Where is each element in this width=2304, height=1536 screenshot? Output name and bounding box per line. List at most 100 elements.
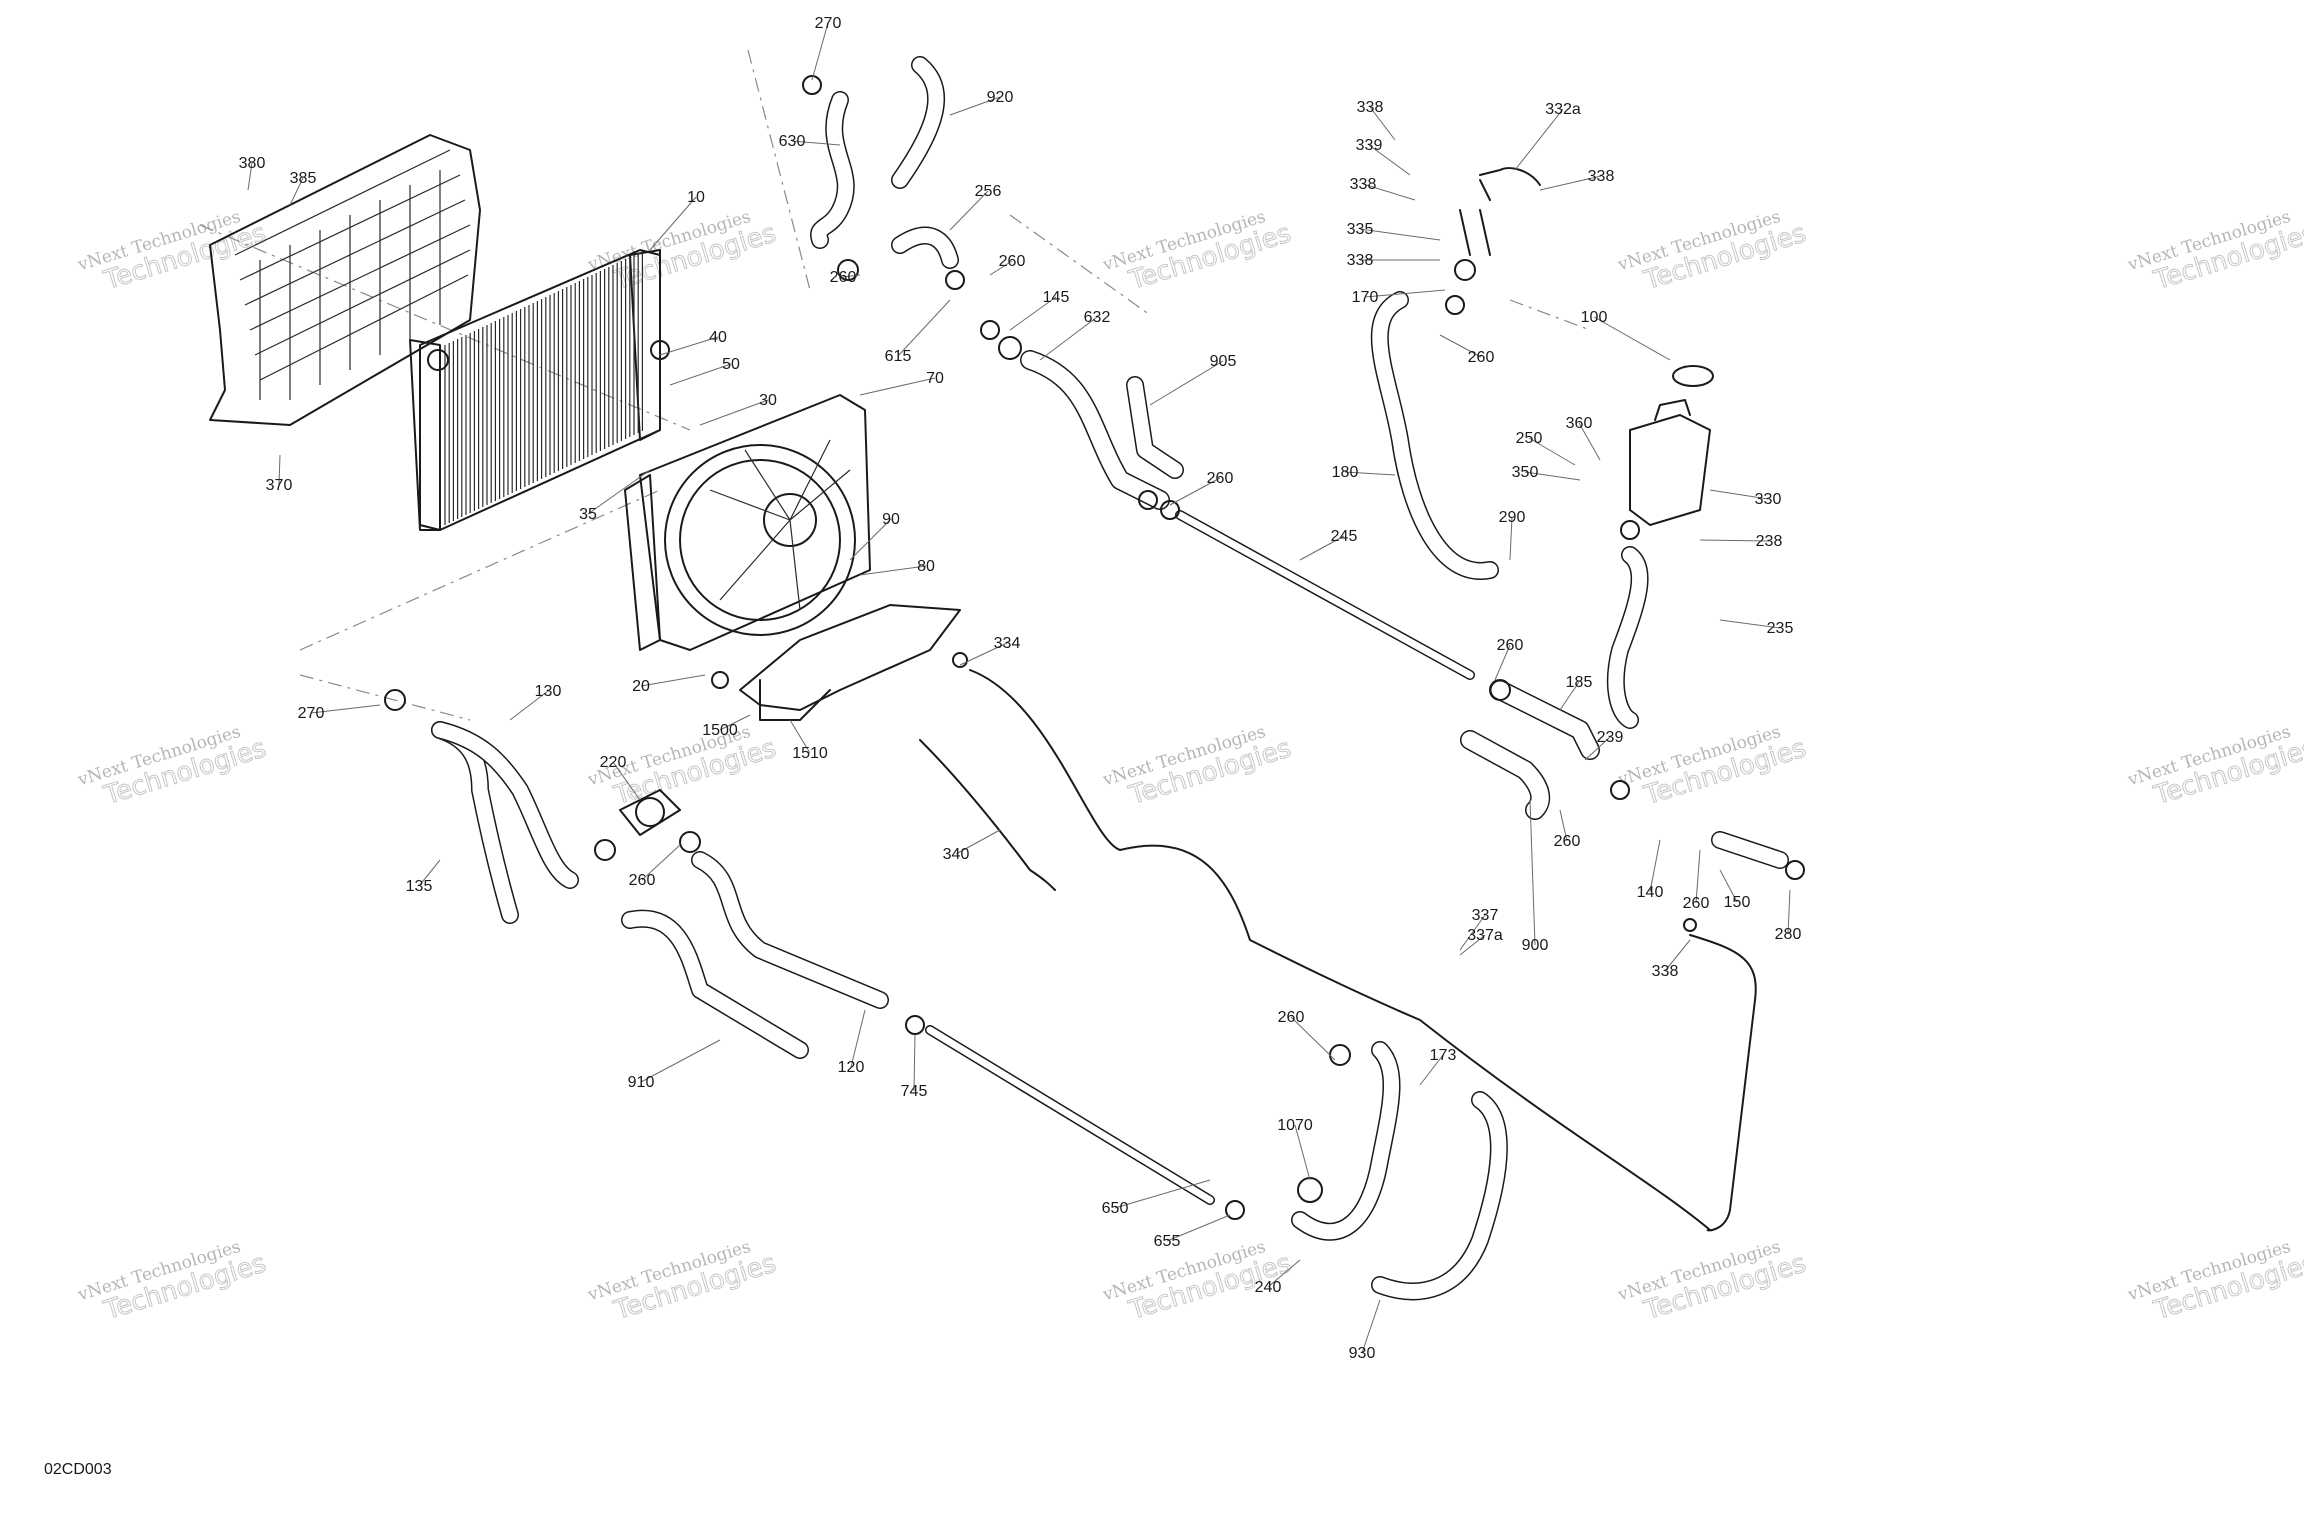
callout-340: 340: [943, 829, 1001, 863]
callout-20: 20: [632, 674, 706, 695]
callout-185: 185: [1559, 674, 1593, 711]
callout-leader-line: [1299, 535, 1345, 561]
callout-145: 145: [1009, 289, 1069, 331]
callout-leader-line: [1369, 106, 1396, 141]
callout-number: 360: [1566, 415, 1593, 432]
callout-leader-line: [289, 177, 304, 206]
coolant-reservoir-part-330: [1629, 365, 1714, 526]
callout-leader-line: [1695, 849, 1701, 904]
callout-135: 135: [406, 859, 441, 895]
callout-number: 260: [1278, 1009, 1305, 1026]
callout-number: 256: [975, 183, 1002, 200]
callout-number: 655: [1154, 1233, 1181, 1250]
callout-335: 335: [1347, 221, 1441, 241]
callout-35: 35: [579, 469, 651, 523]
callout-number: 120: [838, 1059, 865, 1076]
callout-leader-line: [789, 719, 811, 754]
callout-leader-line: [1267, 1259, 1301, 1288]
callout-number: 20: [632, 678, 650, 695]
callout-number: 1500: [702, 722, 738, 739]
callout-338: 338: [1539, 168, 1614, 191]
callout-615: 615: [885, 299, 951, 365]
callout-280: 280: [1775, 889, 1801, 943]
callout-number: 920: [987, 89, 1014, 106]
callout-120: 120: [838, 1009, 866, 1076]
callout-leader-line: [1559, 809, 1568, 842]
callout-leader-line: [641, 844, 681, 881]
callout-number: 260: [1554, 833, 1581, 850]
callout-leader-line: [247, 162, 253, 191]
callout-260: 260: [989, 253, 1026, 276]
callout-leader-line: [1524, 471, 1581, 481]
callout-350: 350: [1512, 464, 1581, 481]
callout-leader-line: [1359, 228, 1441, 241]
callout-256: 256: [949, 183, 1002, 231]
callout-632: 632: [1039, 309, 1110, 361]
callout-number: 334: [994, 635, 1021, 652]
callout-leader-line: [587, 469, 651, 515]
callout-number: 1070: [1277, 1117, 1313, 1134]
bracket-part-1500: [739, 604, 961, 721]
figure-code: 02CD003: [44, 1461, 112, 1478]
fittings-and-clamps: [384, 75, 1805, 1220]
callout-number: 35: [579, 506, 597, 523]
callout-260: 260: [1169, 470, 1233, 506]
callout-260: 260: [1439, 334, 1494, 366]
callout-leader-line: [699, 399, 769, 426]
callout-385: 385: [289, 170, 316, 206]
callout-number: 260: [1683, 895, 1710, 912]
callout-655: 655: [1154, 1214, 1231, 1250]
callout-leader-line: [1719, 619, 1781, 629]
callout-260: 260: [1683, 849, 1710, 912]
callout-number: 290: [1499, 509, 1526, 526]
callout-number: 30: [759, 392, 777, 409]
callout-number: 338: [1350, 176, 1377, 193]
callout-leader-line: [1709, 489, 1769, 500]
callout-leader-line: [1494, 644, 1511, 681]
callout-150: 150: [1719, 869, 1750, 911]
callout-number: 340: [943, 846, 970, 863]
callout-leader-line: [1290, 1016, 1336, 1061]
callout-650: 650: [1102, 1179, 1211, 1217]
callout-920: 920: [949, 89, 1014, 116]
callout-337a: 337a: [1459, 927, 1503, 956]
callout-leader-line: [1719, 869, 1738, 903]
callout-leader-line: [1439, 334, 1482, 358]
callout-number: 135: [406, 878, 433, 895]
callout-338: 338: [1347, 252, 1440, 269]
callout-number: 260: [1497, 637, 1524, 654]
callout-leader-line: [719, 714, 751, 731]
callout-number: 337: [1472, 907, 1499, 924]
callout-630: 630: [779, 133, 841, 150]
callout-337: 337: [1459, 907, 1499, 951]
callout-leader-line: [1528, 437, 1576, 466]
callout-100: 100: [1581, 309, 1671, 361]
callout-leader-line: [1509, 516, 1513, 561]
callout-235: 235: [1719, 619, 1793, 637]
callout-180: 180: [1332, 464, 1396, 481]
callout-number: 173: [1430, 1047, 1457, 1064]
callout-leader-line: [842, 274, 861, 278]
callout-leader-line: [1368, 144, 1411, 176]
bleed-lines: [919, 669, 1757, 1232]
callout-leader-line: [1361, 1299, 1381, 1354]
callout-30: 30: [699, 392, 777, 426]
callout-leader-line: [1529, 799, 1536, 946]
callout-leader-line: [1149, 360, 1224, 406]
callout-leader-line: [1593, 316, 1671, 361]
callout-140: 140: [1637, 839, 1663, 901]
callout-leader-line: [791, 140, 841, 146]
callout-number: 260: [999, 253, 1026, 270]
callout-745: 745: [901, 1034, 927, 1100]
callout-number: 630: [779, 133, 806, 150]
callout-338: 338: [1357, 99, 1396, 141]
callout-number: 185: [1566, 674, 1593, 691]
callout-number: 338: [1347, 252, 1374, 269]
callout-number: 650: [1102, 1200, 1129, 1217]
